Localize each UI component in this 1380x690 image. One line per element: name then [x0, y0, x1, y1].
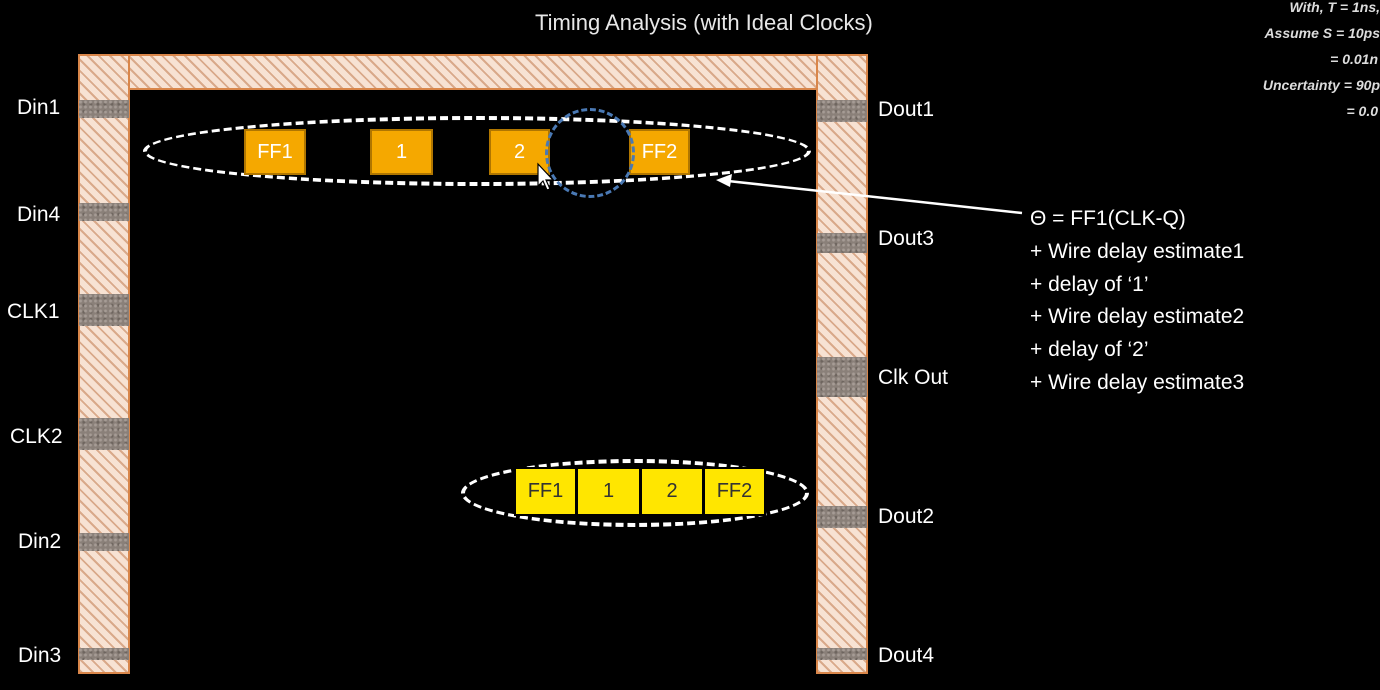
- path-top-cell-2: 2: [489, 129, 550, 175]
- highlight-circle: [545, 108, 635, 198]
- pin-label-dout3: Dout3: [878, 227, 935, 250]
- pad-dout1: [817, 100, 867, 122]
- path-top-cell-ff1: FF1: [244, 129, 306, 175]
- pad-dout2: [817, 506, 867, 528]
- path-top-cell-ff2: FF2: [629, 129, 690, 175]
- corner-note-2: Assume S = 10ps: [1264, 25, 1380, 41]
- pad-clk1: [79, 294, 129, 326]
- pin-label-dout1: Dout1: [878, 98, 935, 121]
- formula-line-1: Θ = FF1(CLK-Q): [1030, 207, 1186, 230]
- pad-dout3: [817, 233, 867, 253]
- corner-note-1: With, T = 1ns,: [1289, 0, 1380, 15]
- path-bottom-ellipse: [461, 459, 809, 527]
- path-bottom-cell-1: 1: [576, 467, 641, 516]
- pin-label-din1: Din1: [17, 96, 61, 119]
- corner-note-4: Uncertainty = 90p: [1262, 77, 1380, 93]
- corner-note-3: = 0.01n: [1330, 51, 1378, 67]
- callout-overlay: [537, 162, 1023, 215]
- pin-label-clk2: CLK2: [10, 425, 63, 448]
- formula-line-2: + Wire delay estimate1: [1030, 239, 1245, 263]
- pad-clk-out: [817, 357, 867, 397]
- formula-line-3: + delay of ‘1’: [1030, 272, 1149, 296]
- pin-label-clk-out: Clk Out: [878, 366, 949, 389]
- pin-label-din2: Din2: [18, 530, 62, 553]
- pad-din1: [79, 100, 129, 118]
- core-area: [130, 90, 816, 690]
- callout-arrow-head: [716, 174, 732, 187]
- formula-line-5: + delay of ‘2’: [1030, 338, 1149, 362]
- corner-note-5: = 0.0: [1346, 103, 1378, 119]
- pad-din4: [79, 203, 129, 221]
- path-bottom-cell-ff1: FF1: [514, 467, 577, 516]
- slide-title: Timing Analysis (with Ideal Clocks): [535, 10, 873, 35]
- path-top-cell-1: 1: [370, 129, 433, 175]
- pad-din2: [79, 533, 129, 551]
- formula-line-6: + Wire delay estimate3: [1030, 370, 1245, 394]
- pin-label-dout2: Dout2: [878, 505, 935, 528]
- callout-arrow-line: [727, 179, 1023, 215]
- path-top-ellipse: [143, 116, 811, 186]
- path-bottom-cell-ff2: FF2: [703, 467, 766, 516]
- delay-formula: Θ = FF1(CLK-Q) + Wire delay estimate1 + …: [1030, 203, 1244, 400]
- pad-clk2: [79, 418, 129, 450]
- corner-notes: With, T = 1ns, Assume S = 10ps = 0.01n U…: [1220, 0, 1380, 124]
- io-ring-top: [78, 54, 868, 90]
- pin-label-clk1: CLK1: [7, 300, 60, 323]
- formula-line-4: + Wire delay estimate2: [1030, 305, 1245, 329]
- io-ring-left: [78, 54, 130, 674]
- mouse-cursor-icon: [537, 162, 555, 191]
- path-bottom-cell-2: 2: [640, 467, 704, 516]
- pin-label-din4: Din4: [17, 203, 61, 226]
